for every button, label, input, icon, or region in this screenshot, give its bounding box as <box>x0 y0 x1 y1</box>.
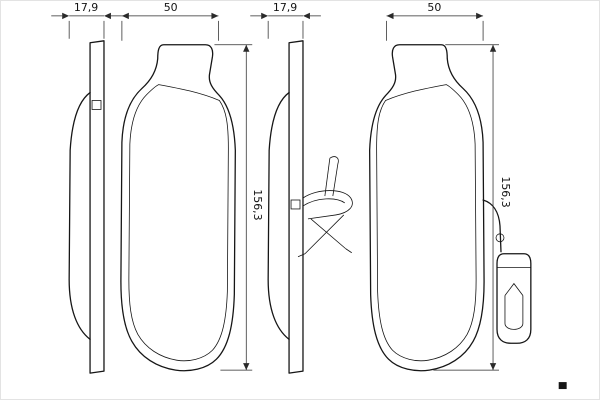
dim-lines <box>250 15 321 39</box>
dim-label: 50 <box>164 1 178 14</box>
connector-keyway <box>504 282 524 330</box>
dim-width-side-left: 17,9 <box>51 1 122 39</box>
wear-sensor <box>482 199 532 344</box>
dim-lines <box>214 44 253 371</box>
backplate-profile <box>89 40 105 374</box>
spring-stem <box>329 156 339 197</box>
spring-feet <box>297 248 352 258</box>
dim-lines <box>121 15 219 41</box>
logo-mark-icon <box>558 382 567 390</box>
parts-group <box>68 40 532 374</box>
dim-width-front-right: 50 <box>386 1 484 41</box>
arrow-left-icon <box>103 12 111 20</box>
friction-outline <box>376 84 477 362</box>
pad-outline <box>120 44 236 372</box>
arrow-right-icon <box>476 12 484 20</box>
friction-profile <box>68 91 91 340</box>
arrow-right-icon <box>211 12 219 20</box>
arrow-down-icon <box>489 363 497 371</box>
dim-label: 50 <box>427 1 441 14</box>
sensor-wire <box>482 199 502 253</box>
arrow-up-icon <box>489 44 497 52</box>
dim-lines <box>51 15 122 39</box>
dim-lines <box>433 44 499 371</box>
arrow-up-icon <box>243 44 250 52</box>
dim-label: 156,3 <box>251 189 264 220</box>
shim-notch <box>290 199 301 210</box>
mirrored-pad <box>369 44 485 372</box>
spring-loop-inner <box>302 198 346 207</box>
pad-outline <box>369 44 485 372</box>
dim-label: 17,9 <box>273 1 297 14</box>
retaining-spring <box>297 156 353 258</box>
pad-front-with-wear-sensor <box>369 44 532 372</box>
backplate-profile <box>288 40 304 374</box>
dim-height-front-left: 156,3 <box>214 44 264 371</box>
arrow-left-icon <box>386 12 394 20</box>
spring-stem-inner <box>324 158 331 197</box>
pad-side-profile-left <box>68 40 105 374</box>
spring-loop <box>302 190 353 220</box>
dim-height-front-right: 156,3 <box>433 44 512 371</box>
arrow-left-icon <box>302 12 310 20</box>
dim-label: 156,3 <box>499 176 512 207</box>
shim-notch <box>91 100 102 110</box>
arrow-down-icon <box>243 363 250 371</box>
spring-legs <box>304 214 347 255</box>
pad-front-left <box>120 44 236 372</box>
dim-width-side-middle: 17,9 <box>250 1 321 39</box>
pad-side-profile-with-spring <box>267 40 353 374</box>
dim-lines <box>386 15 484 41</box>
arrow-right-icon <box>62 12 70 20</box>
friction-outline <box>128 84 229 362</box>
arrow-right-icon <box>261 12 269 20</box>
dim-label: 17,9 <box>74 1 98 14</box>
friction-profile <box>267 91 290 340</box>
dim-width-front-left: 50 <box>121 1 219 41</box>
wire-grommet <box>495 233 505 243</box>
dimensions-group: 17,9 50 156,3 17,9 50 <box>51 1 512 371</box>
arrow-left-icon <box>121 12 129 20</box>
sensor-connector <box>496 253 532 344</box>
